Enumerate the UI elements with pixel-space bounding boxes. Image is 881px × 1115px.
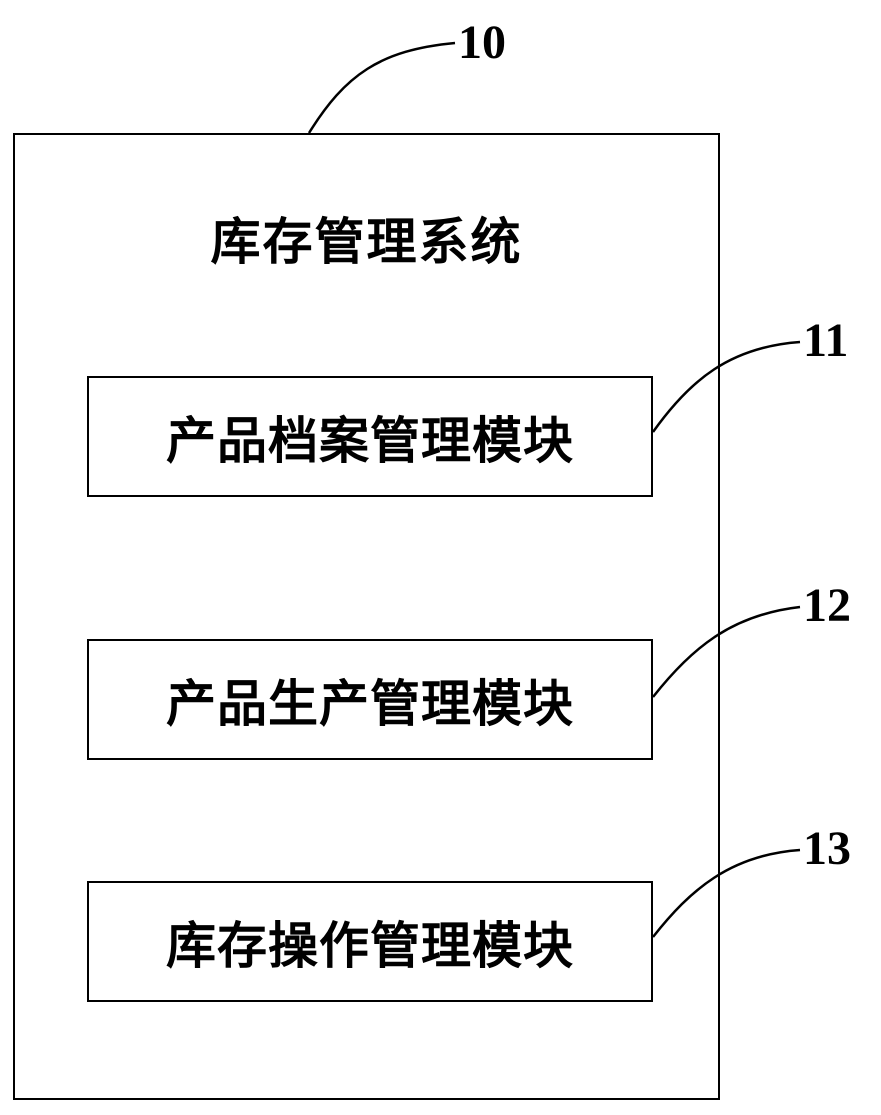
leader-line-12 [652, 605, 801, 698]
leader-line-10 [307, 41, 456, 134]
inventory-system-box [13, 133, 720, 1100]
leader-line-11 [651, 340, 801, 433]
module-product-production: 产品生产管理模块 [87, 639, 653, 760]
leader-line-13 [652, 848, 801, 938]
reference-numeral-13: 13 [803, 822, 851, 875]
system-title: 库存管理系统 [210, 213, 523, 271]
module-inventory-operation: 库存操作管理模块 [87, 881, 653, 1002]
module-product-archive: 产品档案管理模块 [87, 376, 653, 497]
reference-numeral-10: 10 [458, 16, 506, 69]
reference-numeral-11: 11 [803, 314, 849, 367]
reference-numeral-12: 12 [803, 579, 851, 632]
